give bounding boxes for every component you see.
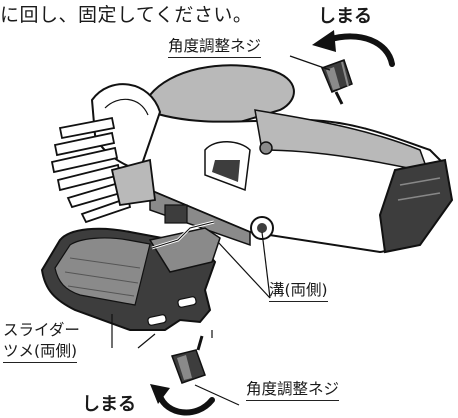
angle-screw-top-knob [321,59,353,105]
callout-angle-screw-bottom: 角度調整ネジ [246,381,340,401]
tighten-label-top: しまる [318,6,372,27]
leader-lines [111,55,331,406]
tighten-label-bottom: しまる [82,394,136,415]
rotate-arrow-icon [312,30,395,67]
instruction-text: に回し、固定してください。 [0,4,253,26]
slider-attachment [40,204,221,331]
callout-groove: 溝(両側) [269,282,328,302]
trimmer-body [132,64,454,254]
callout-angle-screw-top: 角度調整ネジ [168,38,262,58]
rotate-arrow-icon [150,384,215,416]
blade-teeth [50,116,157,224]
callout-slider-line2: ツメ(両側) [3,343,78,363]
angle-screw-bottom-knob [171,335,206,384]
callout-slider-line1: スライダー [3,321,80,339]
body-screw [250,216,274,240]
